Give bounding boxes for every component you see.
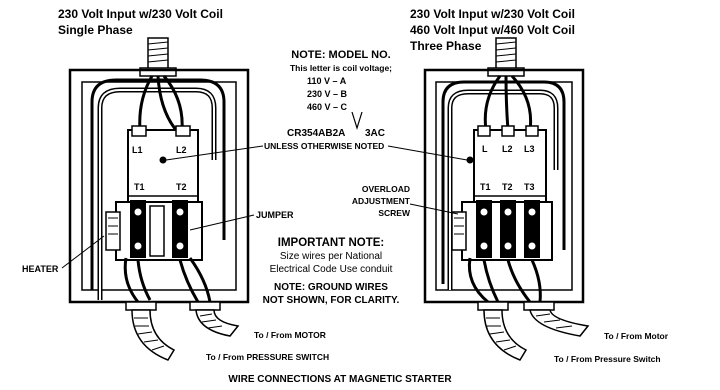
- right-terminal-l2: L2: [502, 144, 513, 154]
- left-pressure-label: To / From PRESSURE SWITCH: [206, 352, 329, 362]
- right-title-line2: 460 Volt Input w/460 Volt Coil: [410, 23, 575, 37]
- overload-label-1: OVERLOAD: [362, 184, 410, 194]
- important-note-line2: Electrical Code Use conduit: [270, 264, 393, 275]
- right-heater: [451, 211, 467, 251]
- note-model-suffix: 3AC: [365, 128, 385, 139]
- left-terminal-t1: T1: [134, 182, 145, 192]
- note-model-number: CR354AB2A: [287, 128, 345, 139]
- ground-note-line1: NOTE: GROUND WIRES: [274, 282, 388, 293]
- right-motor-conduit: [523, 301, 590, 337]
- diagram-caption: WIRE CONNECTIONS AT MAGNETIC STARTER: [228, 374, 452, 385]
- note-model-460: 460 V – C: [307, 102, 348, 112]
- right-motor-label: To / From Motor: [604, 331, 669, 341]
- note-model-line1: This letter is coil voltage;: [290, 63, 392, 73]
- note-model-heading: NOTE: MODEL NO.: [291, 49, 390, 61]
- left-pressure-conduit: [125, 301, 176, 361]
- right-terminal-t1: T1: [480, 182, 491, 192]
- right-terminal-l3: L3: [524, 144, 535, 154]
- right-title-line1: 230 Volt Input w/230 Volt Coil: [410, 7, 575, 21]
- left-terminal-t2: T2: [176, 182, 187, 192]
- overload-label-2: ADJUSTMENT: [352, 196, 411, 206]
- left-starter: L1 L2 T1 T2: [68, 37, 250, 361]
- right-terminal-l: L: [482, 144, 488, 154]
- important-note-line1: Size wires per National: [280, 251, 382, 262]
- right-terminal-t2: T2: [502, 182, 513, 192]
- note-unless: UNLESS OTHERWISE NOTED: [264, 141, 384, 151]
- left-motor-label: To / From MOTOR: [254, 330, 326, 340]
- note-model-110: 110 V – A: [307, 76, 347, 86]
- right-pressure-conduit: [477, 301, 528, 361]
- right-terminal-t3: T3: [524, 182, 535, 192]
- left-heater: [105, 211, 121, 251]
- left-enclosure: [68, 68, 250, 304]
- right-pressure-label: To / From Pressure Switch: [554, 354, 661, 364]
- left-terminal-l1: L1: [132, 145, 143, 155]
- jumper-label: JUMPER: [256, 210, 294, 220]
- right-title-line3: Three Phase: [410, 39, 482, 53]
- heater-label: HEATER: [22, 264, 59, 274]
- ground-note-line2: NOT SHOWN, FOR CLARITY.: [263, 295, 400, 306]
- note-model-230: 230 V – B: [307, 89, 348, 99]
- right-starter: L L2 L3 T1 T2 T3: [423, 37, 590, 361]
- left-contactor: [127, 129, 199, 203]
- left-title-line2: Single Phase: [58, 23, 133, 37]
- overload-label-3: SCREW: [378, 208, 411, 218]
- model-arrow-icon: [351, 111, 363, 131]
- left-terminal-l2: L2: [176, 145, 187, 155]
- important-note-heading: IMPORTANT NOTE:: [278, 237, 384, 249]
- left-motor-conduit: [189, 301, 240, 337]
- left-title-line1: 230 Volt Input w/230 Volt Coil: [58, 7, 223, 21]
